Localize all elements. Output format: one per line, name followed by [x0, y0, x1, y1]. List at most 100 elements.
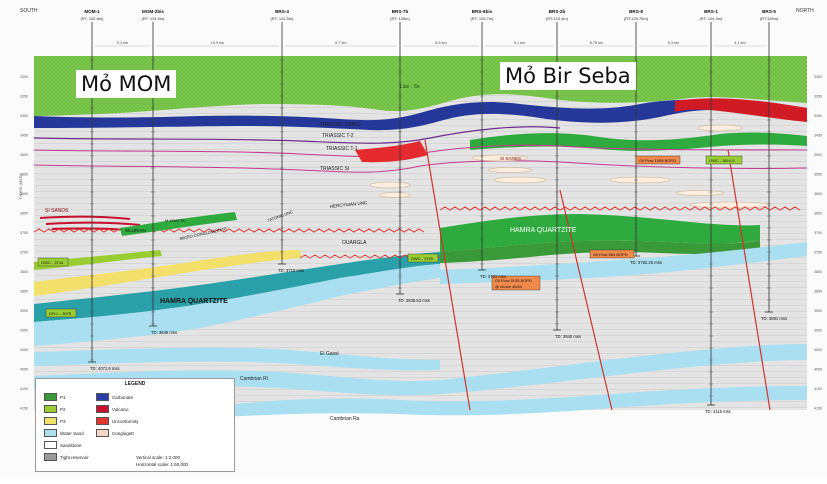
label-triassic-si: TRIASSIC SI: [320, 166, 349, 172]
well-spacing: 4.1 km: [734, 41, 745, 45]
well-td-label: TD: 3940 mss: [555, 334, 581, 339]
svg-text:Oil Flow 984 BOPD: Oil Flow 984 BOPD: [593, 252, 628, 257]
hercynian-unconformity-right: [439, 206, 801, 211]
well-spacing: 10.9 km: [211, 41, 225, 45]
legend-label: P1: [60, 394, 66, 400]
depth-tick-left: 3550: [20, 173, 28, 177]
water-sand-3: [34, 347, 440, 371]
well-rt: (RT: 125.7m): [470, 16, 494, 21]
depth-tick-right: 3450: [814, 134, 822, 138]
depth-tick-left: 3300: [20, 75, 28, 79]
svg-text:DWC - 3749: DWC - 3749: [411, 256, 434, 261]
legend-swatch: [44, 405, 57, 413]
annotation-oil-flow-2: Oil Flow 984 BOPD: [589, 249, 635, 259]
depth-tick-right: 3400: [814, 114, 822, 118]
depth-tick-left: 4000: [20, 348, 28, 352]
well-td-label: TD: 3710 mss: [278, 268, 304, 273]
legend-label: P2: [60, 406, 66, 412]
legend-item: P1: [44, 393, 66, 401]
legend-scale-vertical: Vertical scale: 1:2,000: [136, 455, 181, 460]
label-si-sands: SI SANDS: [45, 208, 69, 214]
well-rt: (RT: 122.5m): [270, 16, 294, 21]
legend-swatch: [44, 453, 57, 461]
legend-swatch: [96, 405, 109, 413]
triassic-shale-band: [34, 99, 807, 131]
well-td-label: TD: 3782.25 mss: [630, 260, 662, 265]
depth-tick-right: 3850: [814, 290, 822, 294]
depth-tick-right: 3550: [814, 173, 822, 177]
label-m-kratta: M.KRATTA: [165, 218, 185, 223]
label-hamra-left: HAMRA QUARTZITE: [160, 298, 228, 305]
legend-swatch: [96, 429, 109, 437]
legend-label: Tight reservoir: [60, 454, 89, 460]
depth-tick-left: 3650: [20, 212, 28, 216]
depth-tick-right: 4100: [814, 387, 822, 391]
legend-label: Sandstone: [60, 442, 82, 448]
legend-swatch: [44, 393, 57, 401]
label-hamra-right: HAMRA QUARTZITE: [510, 227, 577, 234]
depth-tick-right: 3300: [814, 75, 822, 79]
well-rt: (RT: 124.9m): [141, 16, 165, 21]
label-hercynian-unc: HERCYNIAN UNC: [330, 200, 369, 209]
depth-tick-left: 3700: [20, 231, 28, 235]
legend-label: P3: [60, 418, 66, 424]
well-spacing: 6.7 km: [335, 41, 346, 45]
depth-tick-right: 3800: [814, 270, 822, 274]
depth-axis-label: TVDSS (MSS): [18, 174, 23, 200]
well-spacing: 6.6 km: [435, 41, 446, 45]
label-si-sands-right: SI SANDS: [500, 156, 521, 161]
well-rt: (RT:124.4m): [546, 16, 569, 21]
legend-label: Unconformity: [112, 418, 139, 424]
depth-tick-left: 3850: [20, 290, 28, 294]
depth-tick-right: 3900: [814, 309, 822, 313]
water-sand-1: [34, 264, 440, 346]
depth-tick-right: 3700: [814, 231, 822, 235]
well-spacing: 5.1 km: [117, 41, 128, 45]
legend-item: Conglogett: [96, 429, 134, 437]
label-lias: Lias - Se: [400, 84, 420, 90]
well-td-label: TD: 3731 mss: [480, 274, 506, 279]
p3-yellow-band: [34, 250, 302, 296]
legend-swatch: [44, 417, 57, 425]
hamra-quartzite-teal: [34, 252, 440, 322]
label-cambrian-ra: Cambrian Ra: [330, 416, 360, 422]
depth-tick-right: 3600: [814, 192, 822, 196]
svg-text:@ choke 40/64: @ choke 40/64: [495, 284, 523, 289]
well-headers: MOM-1(RT: 152.8m)MOM-2bis(RT: 124.9m)BRS…: [80, 9, 778, 21]
legend-label: Volcanic: [112, 406, 129, 412]
field-label-bir-seba: Mỏ Bir Seba: [500, 62, 636, 90]
hercynian-unconformity: [33, 228, 425, 233]
label-silurian: SILURIAN: [125, 228, 146, 233]
depth-tick-left: 3950: [20, 329, 28, 333]
legend-item: P3: [44, 417, 66, 425]
depth-tick-left: 3750: [20, 251, 28, 255]
well-name: BRS-4: [275, 9, 289, 14]
faults: [424, 139, 771, 411]
legend-label: Conglogett: [112, 430, 134, 436]
well-rt: (RT:128m): [760, 16, 779, 21]
horizon-triassic-t1: [33, 144, 808, 158]
legend-item: Water Sand: [44, 429, 84, 437]
legend-item: Volcanic: [96, 405, 129, 413]
label-ouargla: OUARGLA: [342, 240, 367, 246]
depth-tick-right: 4000: [814, 348, 822, 352]
depth-tick-right: 4050: [814, 368, 822, 372]
svg-text:OWC - 3614.5: OWC - 3614.5: [709, 158, 735, 163]
well-rt: (RT:129.75m): [624, 16, 649, 21]
depth-tick-right: 4150: [814, 407, 822, 411]
label-cambrian-ri: Cambrian Ri: [240, 376, 268, 382]
horizon-triassic-si: [33, 160, 808, 173]
well-logs: [88, 22, 773, 406]
label-triassic-shale: TRIASSIC SHALE: [320, 122, 362, 128]
depth-tick-left: 3450: [20, 134, 28, 138]
legend-swatch: [44, 441, 57, 449]
horizon-triassic-t2: [33, 126, 561, 144]
depth-tick-right: 3500: [814, 153, 822, 157]
south-label: SOUTH: [20, 8, 38, 14]
depth-tick-left: 3400: [20, 114, 28, 118]
water-sand-cambrian-ra: [180, 386, 807, 420]
